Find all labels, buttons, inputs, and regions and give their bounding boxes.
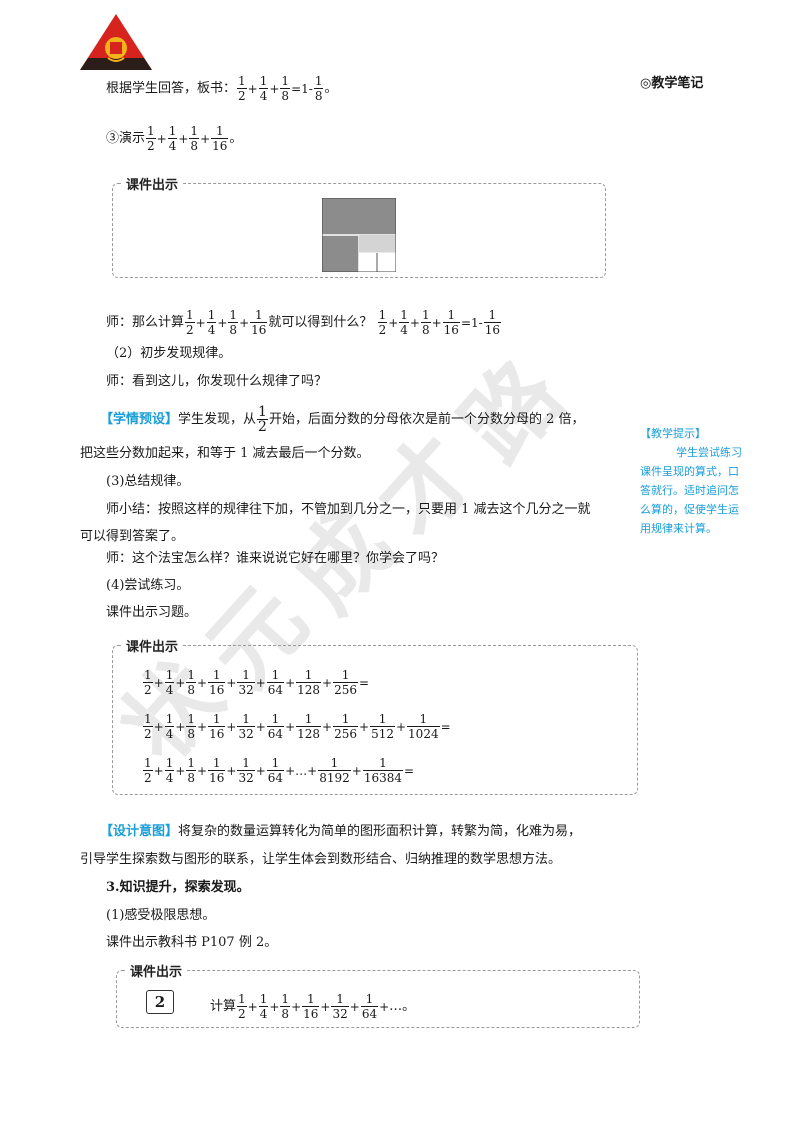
paragraph: 师小结：按照这样的规律往下加，不管加到几分之一，只要用 1 减去这个几分之一就 (106, 502, 591, 517)
line-text: ③演示 (106, 131, 146, 146)
paragraph: (4)尝试练习。 (106, 578, 190, 593)
line-text: 根据学生回答，板书： (106, 81, 237, 96)
paragraph: 把这些分数加起来，和等于 1 减去最后一个分数。 (80, 446, 370, 461)
example-number-badge: 2 (146, 990, 174, 1014)
paragraph: 可以得到答案了。 (80, 529, 185, 544)
tip-line: 学生尝试练习 (676, 446, 742, 459)
paragraph: 师：看到这儿，你发现什么规律了吗？ (106, 374, 328, 389)
paragraph: (3)总结规律。 (106, 474, 190, 489)
paragraph: 引导学生探索数与图形的联系，让学生体会到数形结合、归纳推理的数学思想方法。 (80, 852, 562, 867)
tip-line: 用规律来计算。 (640, 522, 717, 535)
paragraph: 课件出示教科书 P107 例 2。 (106, 935, 278, 950)
paragraph: (1)感受极限思想。 (106, 908, 216, 923)
courseware-label: 课件出示 (122, 174, 183, 193)
courseware-box (112, 645, 638, 795)
tip-title: 【教学提示】 (640, 427, 706, 440)
area-diagram (322, 198, 396, 272)
line-text: 师：那么计算 (106, 315, 185, 330)
prediction-tag: 【学情预设】 (100, 412, 179, 427)
tip-line: 么算的，促使学生运 (640, 503, 739, 516)
publisher-logo (80, 14, 152, 70)
design-intent-line: 【设计意图】将复杂的数量运算转化为简单的图形面积计算，转繁为简，化难为易， (100, 824, 582, 839)
courseware-label: 课件出示 (126, 961, 187, 980)
tip-line: 课件呈现的算式，口 (640, 465, 739, 478)
section-title: 3.知识提升，探索发现。 (106, 880, 250, 895)
paragraph: （2）初步发现规律。 (106, 346, 232, 361)
courseware-box (112, 183, 606, 278)
notes-label: ◎教学笔记 (640, 76, 704, 91)
courseware-label: 课件出示 (122, 636, 183, 655)
courseware-box (116, 970, 640, 1028)
tip-line: 答就行。适时追问怎 (640, 484, 739, 497)
paragraph: 师：这个法宝怎么样？谁来说说它好在哪里？你学会了吗？ (106, 551, 445, 566)
teaching-tip: 【教学提示】 学生尝试练习 课件呈现的算式，口 答就行。适时追问怎 么算的，促使… (640, 424, 760, 538)
paragraph: 课件出示习题。 (106, 605, 198, 620)
design-intent-tag: 【设计意图】 (100, 824, 179, 839)
